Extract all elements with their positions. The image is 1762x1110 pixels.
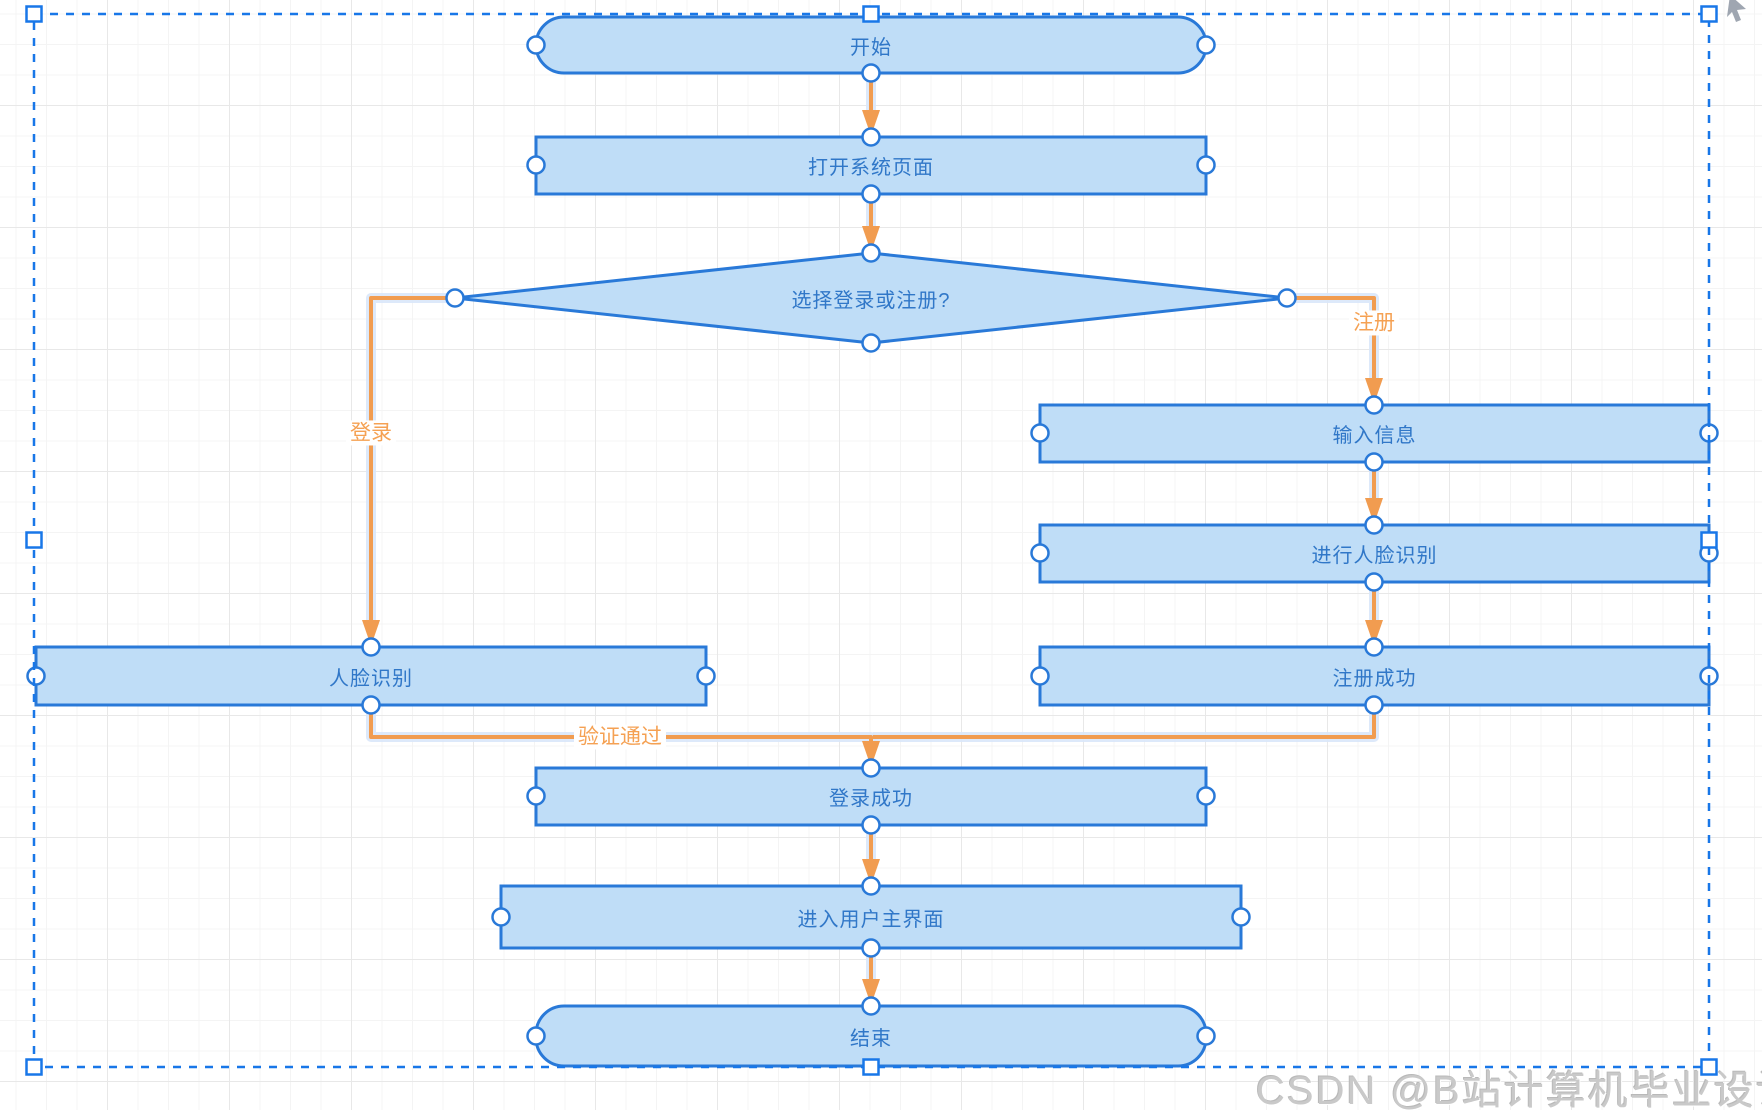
arrowhead-decision-to-input <box>1365 378 1383 404</box>
node-face-recognition[interactable]: 人脸识别 <box>329 667 413 690</box>
edge-label-verified[interactable]: 验证通过 <box>574 724 666 750</box>
mouse-cursor-icon <box>1727 0 1746 22</box>
connection-port-end[interactable] <box>1196 1026 1216 1046</box>
connection-port-login-success[interactable] <box>861 815 881 835</box>
node-input-info[interactable]: 输入信息 <box>1332 425 1417 447</box>
edge-label-login[interactable]: 登录 <box>346 420 396 446</box>
node-choose-login-or-register[interactable]: 选择登录或注册? <box>791 289 951 312</box>
connection-port-enter-main-ui[interactable] <box>491 907 511 927</box>
arrowhead-input-to-recognize <box>1365 498 1383 524</box>
connector-decision-to-input[interactable] <box>1287 296 1376 387</box>
connection-port-face-recognition[interactable] <box>361 695 381 715</box>
connection-port-register-success[interactable] <box>1364 695 1384 715</box>
connection-port-open-system-page[interactable] <box>1196 155 1216 175</box>
connection-port-start[interactable] <box>1196 35 1216 55</box>
selection-handle[interactable] <box>25 1058 43 1076</box>
connection-port-enter-main-ui[interactable] <box>861 876 881 896</box>
arrowhead-decision-to-face <box>362 620 380 646</box>
arrowhead-loginsuccess-to-main <box>862 859 880 885</box>
connection-port-input-info[interactable] <box>1030 423 1050 443</box>
connection-port-login-success[interactable] <box>1196 786 1216 806</box>
arrowhead-open-to-decision <box>862 226 880 252</box>
connector-regsuccess-to-junction[interactable] <box>873 705 1376 739</box>
connection-port-open-system-page[interactable] <box>526 155 546 175</box>
arrowhead-face-to-loginsuccess <box>862 741 880 767</box>
connection-port-do-face-recognition[interactable] <box>1364 515 1384 535</box>
selection-handle[interactable] <box>25 5 43 23</box>
node-start[interactable]: 开始 <box>850 36 892 59</box>
node-register-success[interactable]: 注册成功 <box>1332 667 1417 690</box>
connection-port-face-recognition[interactable] <box>696 666 716 686</box>
connection-port-open-system-page[interactable] <box>861 127 881 147</box>
selection-handle[interactable] <box>862 1058 880 1076</box>
edge-label-register[interactable]: 注册 <box>1349 310 1399 336</box>
connection-port-input-info[interactable] <box>1364 395 1384 415</box>
arrowhead-recognize-to-regsuccess <box>1365 620 1383 646</box>
connection-port-choose-login-or-register[interactable] <box>1277 288 1297 308</box>
selection-handle[interactable] <box>1700 1058 1718 1076</box>
connection-port-choose-login-or-register[interactable] <box>445 288 465 308</box>
selection-handle[interactable] <box>862 5 880 23</box>
connection-port-face-recognition[interactable] <box>26 666 46 686</box>
connection-port-choose-login-or-register[interactable] <box>861 333 881 353</box>
selection-handle[interactable] <box>1700 531 1718 549</box>
connection-port-open-system-page[interactable] <box>861 184 881 204</box>
connection-port-choose-login-or-register[interactable] <box>861 243 881 263</box>
selection-handle[interactable] <box>1700 5 1718 23</box>
connection-port-do-face-recognition[interactable] <box>1030 543 1050 563</box>
selection-handle[interactable] <box>25 531 43 549</box>
arrowhead-start-to-open <box>862 110 880 136</box>
node-login-success[interactable]: 登录成功 <box>829 788 913 810</box>
connection-port-register-success[interactable] <box>1364 637 1384 657</box>
node-end[interactable]: 结束 <box>850 1027 892 1050</box>
connection-port-login-success[interactable] <box>526 786 546 806</box>
connection-port-input-info[interactable] <box>1364 452 1384 472</box>
connection-port-login-success[interactable] <box>861 758 881 778</box>
connection-port-enter-main-ui[interactable] <box>861 938 881 958</box>
connection-port-do-face-recognition[interactable] <box>1364 572 1384 592</box>
node-enter-main-ui[interactable]: 进入用户主界面 <box>797 908 945 931</box>
connection-port-enter-main-ui[interactable] <box>1231 907 1251 927</box>
node-open-system-page[interactable]: 打开系统页面 <box>808 157 934 179</box>
connection-port-register-success[interactable] <box>1030 666 1050 686</box>
connector-decision-to-face[interactable] <box>369 296 455 629</box>
node-do-face-recognition[interactable]: 进行人脸识别 <box>1311 545 1438 567</box>
connection-port-start[interactable] <box>861 63 881 83</box>
connection-port-face-recognition[interactable] <box>361 637 381 657</box>
arrowhead-main-to-end <box>862 979 880 1005</box>
connection-port-start[interactable] <box>526 35 546 55</box>
connection-port-end[interactable] <box>861 996 881 1016</box>
connection-port-end[interactable] <box>526 1026 546 1046</box>
watermark: CSDN @B站计算机毕业设计大学 <box>1256 1069 1762 1110</box>
